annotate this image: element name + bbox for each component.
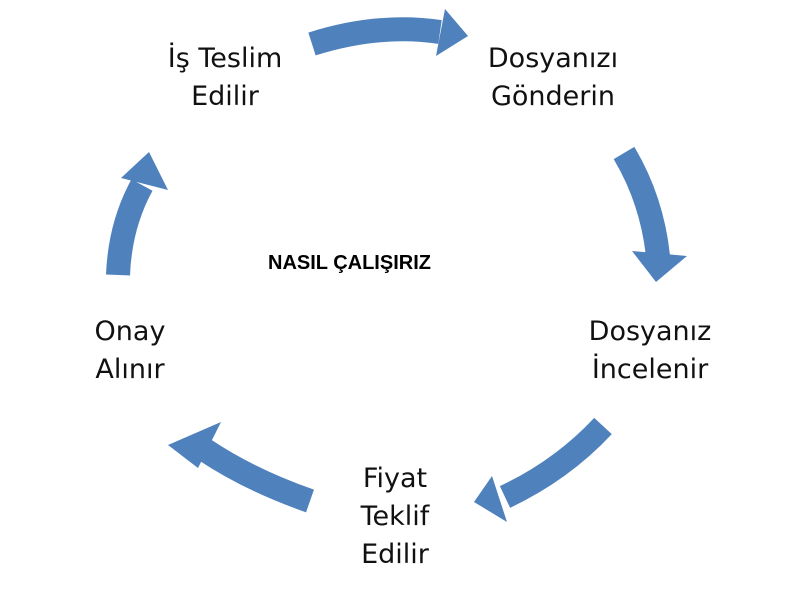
step-review-line-2: İncelenir bbox=[591, 354, 709, 385]
step-delivery-line-2: Edilir bbox=[191, 81, 259, 112]
arrow-to-review-icon bbox=[613, 146, 687, 282]
step-price-offer-line-3: Edilir bbox=[361, 539, 429, 570]
arrow-to-approval-icon bbox=[168, 422, 314, 513]
step-price-offer: Fiyat Teklif Edilir bbox=[330, 460, 460, 574]
step-review-line-1: Dosyanız bbox=[588, 316, 712, 347]
step-send-file-line-2: Gönderin bbox=[490, 81, 616, 112]
step-approval-line-1: Onay bbox=[94, 316, 166, 347]
step-send-file-line-1: Dosyanızı bbox=[487, 43, 619, 74]
arrow-to-delivery-icon bbox=[106, 152, 168, 276]
step-price-offer-line-1: Fiyat bbox=[362, 463, 428, 494]
step-delivery: İş Teslim Edilir bbox=[140, 40, 310, 116]
step-price-offer-line-2: Teklif bbox=[360, 501, 430, 532]
arrow-to-send-file-icon bbox=[308, 9, 468, 56]
step-approval-line-2: Alınır bbox=[95, 354, 165, 385]
diagram-title: NASIL ÇALIŞIRIZ bbox=[268, 252, 431, 274]
step-approval: Onay Alınır bbox=[60, 313, 200, 389]
step-delivery-line-1: İş Teslim bbox=[167, 43, 283, 74]
step-send-file: Dosyanızı Gönderin bbox=[458, 40, 648, 116]
step-review: Dosyanız İncelenir bbox=[555, 313, 745, 389]
arrow-to-price-offer-icon bbox=[474, 417, 612, 522]
